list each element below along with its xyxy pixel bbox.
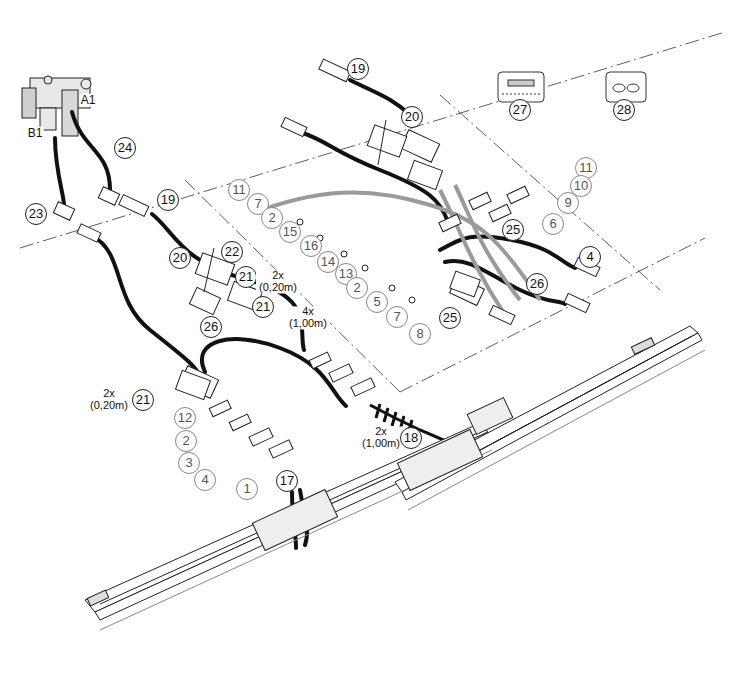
callout-number: 18 xyxy=(400,427,422,449)
callout-number: 17 xyxy=(276,470,298,492)
callout-number: 8 xyxy=(409,323,431,345)
callout-number: 7 xyxy=(386,306,408,328)
quantity-note: 2x (0,20m) xyxy=(87,388,131,411)
callout-number: 20 xyxy=(401,106,423,128)
callout-number: 27 xyxy=(509,99,531,121)
quantity-note: 2x (0,20m) xyxy=(256,270,300,293)
callout-number: 24 xyxy=(114,137,136,159)
callout-number: 11 xyxy=(228,179,250,201)
callout-number: 6 xyxy=(542,213,564,235)
callout-number: 15 xyxy=(279,221,301,243)
callout-number: 25 xyxy=(502,219,524,241)
callout-number: 21 xyxy=(235,266,257,288)
callout-number: 9 xyxy=(557,192,579,214)
callout-number: 4 xyxy=(194,469,216,491)
callout-number: 26 xyxy=(526,273,548,295)
callout-number: 2 xyxy=(175,430,197,452)
callout-number: 23 xyxy=(25,203,47,225)
callout-number: 16 xyxy=(300,235,322,257)
callout-number: 19 xyxy=(157,189,179,211)
callout-number: 20 xyxy=(169,247,191,269)
callout-number: 21 xyxy=(252,296,274,318)
port-label: B1 xyxy=(27,127,44,140)
callout-number: 19 xyxy=(347,58,369,80)
callout-number: 4 xyxy=(579,246,601,268)
callout-number: 2 xyxy=(346,277,368,299)
callout-number: 3 xyxy=(178,452,200,474)
callout-number: 22 xyxy=(221,241,243,263)
callout-number: 1 xyxy=(236,478,258,500)
callout-number: 12 xyxy=(174,407,196,429)
callout-number: 26 xyxy=(200,316,222,338)
callout-number: 21 xyxy=(132,389,154,411)
callout-number: 5 xyxy=(366,291,388,313)
quantity-note: 4x (1,00m) xyxy=(286,306,330,329)
callout-number: 28 xyxy=(613,99,635,121)
quantity-note: 2x (1,00m) xyxy=(359,426,403,449)
port-label: A1 xyxy=(80,94,97,107)
callout-number: 25 xyxy=(439,307,461,329)
